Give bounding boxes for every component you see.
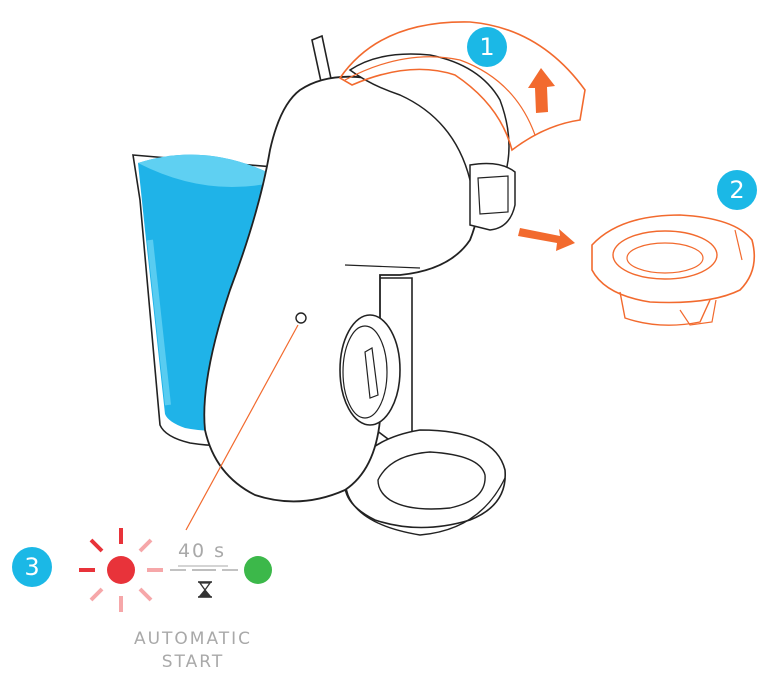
ready-green-light	[244, 556, 272, 584]
caption-automatic: AUTOMATIC	[133, 629, 253, 649]
timer-connector	[170, 565, 238, 571]
capsule-holder	[591, 214, 756, 326]
blinking-red-light	[79, 528, 163, 612]
hourglass-icon	[198, 581, 212, 598]
arrow-up-icon	[528, 68, 555, 113]
power-light	[295, 312, 307, 324]
coffee-machine	[203, 53, 516, 536]
timer-label: 40 s	[177, 540, 227, 562]
step-3-badge: 3	[12, 547, 52, 587]
step-2-badge: 2	[717, 170, 757, 210]
arrow-right-icon	[518, 228, 575, 251]
step-1-badge: 1	[467, 27, 507, 67]
caption-start: START	[161, 652, 225, 672]
lid-open-outline	[338, 21, 586, 152]
leader-line	[185, 324, 299, 531]
